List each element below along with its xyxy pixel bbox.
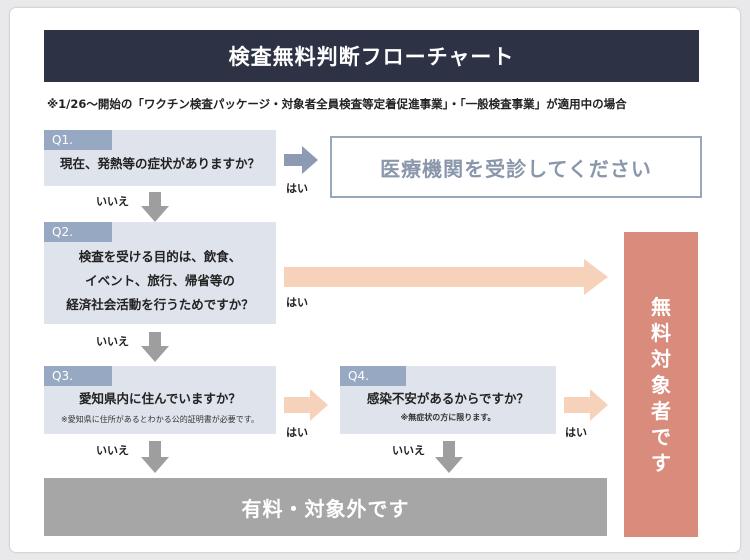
- q4-no-label: いいえ: [392, 444, 425, 457]
- free-char-3: 対: [651, 346, 671, 371]
- q4-no-arrow: [435, 441, 463, 473]
- q3-note: ※愛知県に住所があるとわかる公的証明書が必要です。: [61, 415, 259, 424]
- q1-no-label: いいえ: [96, 195, 129, 208]
- q1-no-arrow: [141, 192, 169, 222]
- flowchart-title: 検査無料判断フローチャート: [44, 30, 699, 82]
- q2-no-label: いいえ: [96, 335, 129, 348]
- q4-question: 感染不安があるからですか？: [366, 391, 530, 406]
- free-char-7: す: [651, 450, 671, 475]
- q2-question-line-1: 検査を受ける目的は、飲食、: [78, 249, 242, 264]
- q2-yes-arrow: [284, 259, 608, 295]
- q2-no-arrow: [141, 332, 169, 362]
- q1-yes-label: はい: [286, 182, 308, 195]
- result-free-eligible: 無 料 対 象 者 で す: [624, 232, 698, 537]
- q2-yes-label: はい: [286, 296, 308, 309]
- q1-question: 現在、発熱等の症状がありますか？: [59, 156, 260, 171]
- free-char-6: で: [651, 424, 671, 449]
- free-char-5: 者: [651, 398, 671, 423]
- q3-label: Q3.: [44, 366, 112, 386]
- free-char-2: 料: [651, 320, 671, 345]
- q2-question-line-3: 経済社会活動を行うためですか？: [66, 297, 254, 312]
- result-paid-not-eligible: 有料・対象外です: [44, 478, 607, 536]
- q1-label: Q1.: [44, 130, 112, 150]
- q3-no-label: いいえ: [96, 444, 129, 457]
- q3-question: 愛知県内に住んでいますか？: [79, 391, 241, 406]
- q3-no-arrow: [141, 441, 169, 473]
- q4-label: Q4.: [340, 366, 406, 386]
- q4-yes-arrow: [564, 389, 608, 421]
- applicability-note: ※1/26～開始の「ワクチン検査パッケージ・対象者全員検査等定着促進事業」・「一…: [47, 97, 627, 111]
- q2-question-line-2: イベント、旅行、帰省等の: [85, 273, 235, 288]
- free-char-4: 象: [651, 372, 671, 397]
- q4-yes-label: はい: [565, 426, 587, 439]
- free-char-1: 無: [651, 294, 671, 319]
- q1-yes-arrow: [284, 146, 318, 174]
- result-see-doctor: 医療機関を受診してください: [330, 136, 702, 198]
- q4-note: ※無症状の方に限ります。: [400, 413, 496, 422]
- q3-yes-label: はい: [286, 426, 308, 439]
- q2-label: Q2.: [44, 222, 112, 242]
- q3-yes-arrow: [284, 389, 328, 421]
